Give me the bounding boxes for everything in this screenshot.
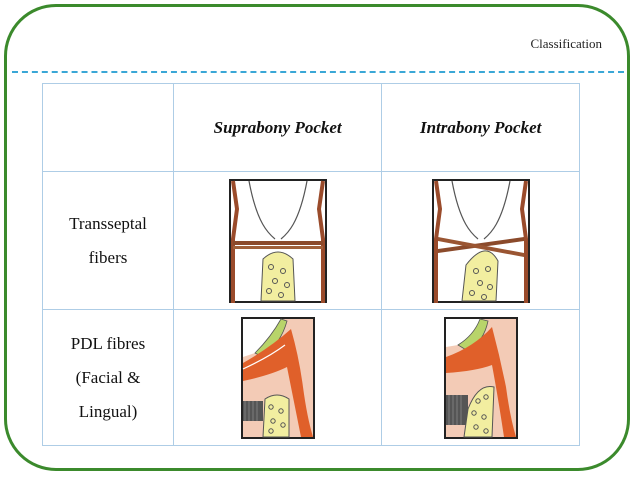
slide-frame: [4, 4, 630, 471]
table-header-empty: [42, 83, 174, 172]
cell-intrabony-transseptal: [381, 171, 580, 310]
intrabony-pdl-illustration: [443, 316, 518, 439]
cell-intrabony-pdl: [381, 309, 580, 446]
classification-table: Suprabony Pocket Intrabony Pocket Transs…: [42, 83, 580, 446]
table-row-transseptal: Transseptal fibers: [42, 171, 580, 310]
row-label-pdl: PDL fibres (Facial & Lingual): [42, 309, 174, 446]
cell-suprabony-pdl: [172, 309, 383, 446]
table-header-row: Suprabony Pocket Intrabony Pocket: [42, 83, 580, 172]
cell-suprabony-transseptal: [172, 171, 383, 310]
column-header-suprabony: Suprabony Pocket: [172, 83, 383, 172]
table-row-pdl: PDL fibres (Facial & Lingual): [42, 309, 580, 446]
suprabony-transseptal-illustration: [228, 178, 327, 303]
column-header-intrabony: Intrabony Pocket: [381, 83, 580, 172]
row-label-transseptal: Transseptal fibers: [42, 171, 174, 310]
suprabony-pdl-illustration: [240, 316, 315, 439]
slide-header-title: Classification: [530, 36, 603, 51]
header-divider: [12, 71, 624, 73]
intrabony-transseptal-illustration: [431, 178, 530, 303]
